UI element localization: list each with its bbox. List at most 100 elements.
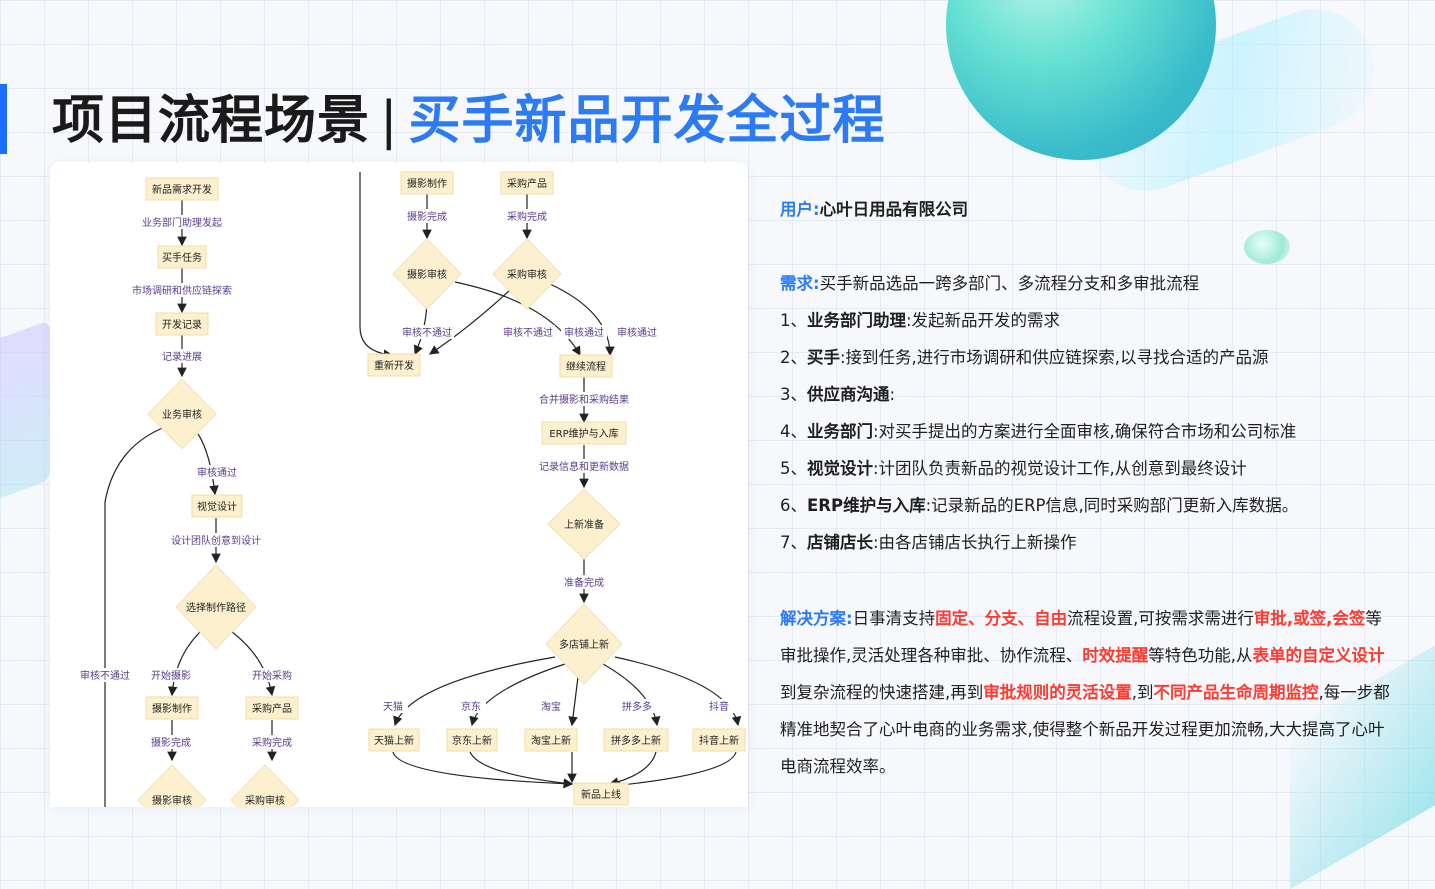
edge-label: 记录信息和更新数据 [539,460,629,473]
edge-label: 设计团队创意到设计 [171,534,261,547]
list-item: 5、视觉设计:计团队负责新品的视觉设计工作,从创意到最终设计 [780,459,1247,478]
edge-label: 采购完成 [507,210,547,223]
svg-text:新品需求开发: 新品需求开发 [152,183,212,196]
svg-text:多店铺上新: 多店铺上新 [559,638,609,651]
edge-label: 审核通过 [617,326,657,339]
list-item: 6、ERP维护与入库:记录新品的ERP信息,同时采购部门更新入库数据。 [780,496,1299,515]
title-separator: | [380,91,399,151]
user-value: 心叶日用品有限公司 [819,200,969,219]
svg-text:采购产品: 采购产品 [507,177,547,190]
need-row: 需求:买手新品选品一跨多部门、多流程分支和多审批流程 [780,270,1199,294]
edge-label: 摄影完成 [151,736,191,749]
node-purchase-product-2: 采购产品 [500,171,554,195]
node-choose-path: 选择制作路径 [175,564,257,650]
svg-text:买手任务: 买手任务 [162,251,202,264]
edge-label: 抖音 [709,700,729,713]
svg-text:摄影审核: 摄影审核 [407,268,447,281]
node-launch-prep: 上新准备 [547,488,621,560]
edge-label: 合并摄影和采购结果 [539,393,629,406]
node-dev-record: 开发记录 [155,312,209,336]
node-continue-process: 继续流程 [559,354,613,378]
node-pdd-launch: 拼多多上新 [603,728,669,752]
svg-text:淘宝上新: 淘宝上新 [531,734,571,747]
flowchart-card: 业务部门助理发起 市场调研和供应链探索 记录进展 审核通过 设计团队创意到设计 … [50,162,748,807]
edge-label: 审核不通过 [80,669,130,682]
edge-label: 拼多多 [622,700,652,713]
solution-paragraph: 解决方案:日事清支持固定、分支、自由流程设置,可按需求需进行审批,或签,会签等审… [780,609,1390,776]
edge-label: 审核通过 [197,466,237,479]
node-douyin-launch: 抖音上新 [692,728,746,752]
node-redevelop: 重新开发 [367,353,421,377]
node-photo-production-2: 摄影制作 [400,171,454,195]
node-tmall-launch: 天猫上新 [368,728,420,752]
edge-label: 采购完成 [252,736,292,749]
edge-label: 开始摄影 [151,669,191,682]
edge-label: 市场调研和供应链探索 [132,284,232,297]
title-accent-bar [0,84,7,154]
svg-text:天猫上新: 天猫上新 [374,734,414,747]
edge-label: 审核不通过 [402,326,452,339]
node-erp-warehousing: ERP维护与入库 [541,421,627,445]
svg-text:重新开发: 重新开发 [374,359,414,372]
list-item: 3、供应商沟通: [780,385,896,404]
need-value: 买手新品选品一跨多部门、多流程分支和多审批流程 [819,274,1200,293]
page-title: 项目流程场景|买手新品开发全过程 [52,78,886,153]
node-purchase-review: 采购审核 [230,764,300,807]
flowchart-edge-labels: 业务部门助理发起 市场调研和供应链探索 记录进展 审核通过 设计团队创意到设计 … [77,209,734,749]
user-label: 用户: [780,200,820,219]
svg-text:上新准备: 上新准备 [564,518,604,531]
node-photo-production: 摄影制作 [145,696,199,720]
list-item: 7、店铺店长:由各店铺店长执行上新操作 [780,533,1077,552]
need-label: 需求: [780,274,820,293]
node-photo-review-2: 摄影审核 [392,238,462,310]
svg-text:视觉设计: 视觉设计 [197,500,237,513]
edge-label: 开始采购 [252,669,292,682]
node-visual-design: 视觉设计 [191,494,243,518]
svg-text:继续流程: 继续流程 [566,360,606,373]
svg-text:开发记录: 开发记录 [162,318,202,331]
svg-text:采购产品: 采购产品 [252,702,292,715]
node-multi-store-launch: 多店铺上新 [545,603,623,685]
node-buyer-task: 买手任务 [157,245,207,269]
svg-text:摄影制作: 摄影制作 [407,177,447,190]
flowchart-nodes: 新品需求开发 买手任务 开发记录 业务审核 视觉设计 选择制作路径 摄影制作 采… [137,171,746,807]
edge-label: 业务部门助理发起 [142,216,222,229]
edge-label: 京东 [461,700,481,713]
svg-text:ERP维护与入库: ERP维护与入库 [549,427,618,440]
edge-label: 天猫 [383,700,403,713]
svg-text:摄影审核: 摄影审核 [152,794,192,807]
edge-label: 淘宝 [541,700,561,713]
solution-label: 解决方案: [780,609,853,628]
list-item: 2、买手:接到任务,进行市场调研和供应链探索,以寻找合适的产品源 [780,348,1269,367]
edge-label: 准备完成 [564,576,604,589]
svg-text:摄影制作: 摄影制作 [152,702,192,715]
list-item: 1、业务部门助理:发起新品开发的需求 [780,311,1061,330]
edge-label: 摄影完成 [407,210,447,223]
user-row: 用户:心叶日用品有限公司 [780,196,968,220]
node-taobao-launch: 淘宝上新 [524,728,578,752]
title-sub: 买手新品开发全过程 [408,91,886,151]
svg-text:业务审核: 业务审核 [162,408,202,421]
edge-label: 记录进展 [162,351,202,363]
svg-text:采购审核: 采购审核 [507,268,547,281]
svg-text:采购审核: 采购审核 [245,794,285,807]
decorative-left-shape [0,319,50,521]
node-purchase-product: 采购产品 [245,696,299,720]
svg-text:新品上线: 新品上线 [581,788,621,801]
node-product-online: 新品上线 [573,782,629,806]
node-jd-launch: 京东上新 [446,728,498,752]
node-business-review: 业务审核 [147,378,217,450]
decorative-small-orb [1244,230,1290,264]
svg-text:抖音上新: 抖音上新 [699,734,739,747]
title-main: 项目流程场景 [52,91,371,151]
node-photo-review: 摄影审核 [137,764,207,807]
edge-label: 审核通过 [564,326,604,339]
node-purchase-review-2: 采购审核 [492,238,562,310]
node-new-product-request: 新品需求开发 [145,177,219,201]
list-item: 4、业务部门:对买手提出的方案进行全面审核,确保符合市场和公司标准 [780,422,1297,441]
svg-text:选择制作路径: 选择制作路径 [186,601,246,614]
flowchart: 业务部门助理发起 市场调研和供应链探索 记录进展 审核通过 设计团队创意到设计 … [77,171,746,807]
svg-text:京东上新: 京东上新 [452,734,492,747]
edge-label: 审核不通过 [503,326,553,339]
svg-text:拼多多上新: 拼多多上新 [611,734,661,747]
